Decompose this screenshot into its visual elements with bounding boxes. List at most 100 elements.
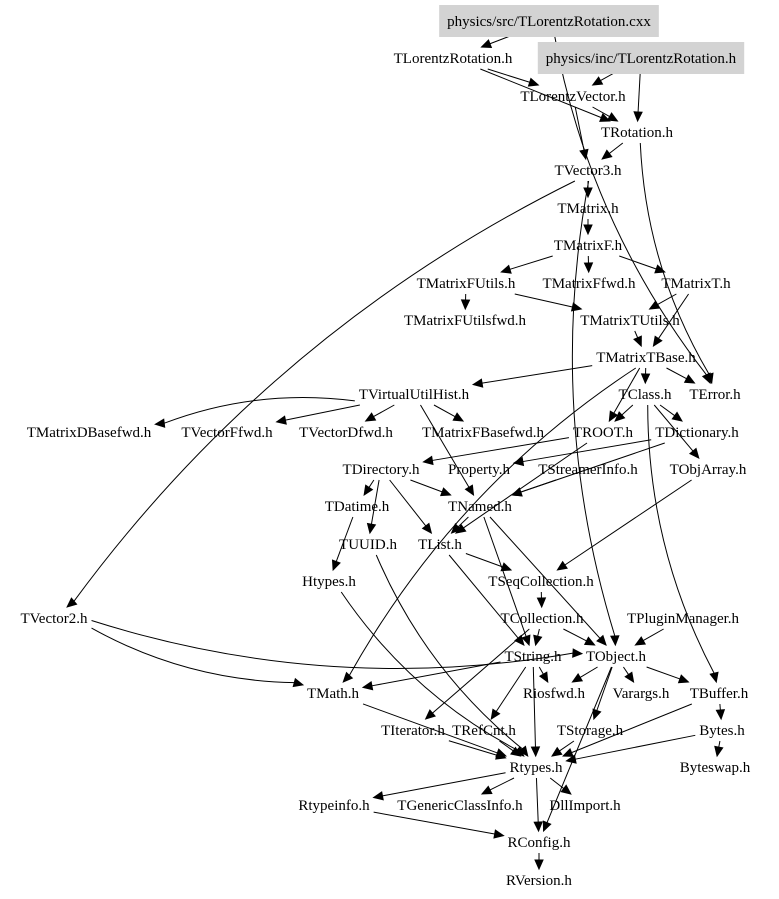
graph-node-tmatrixt[interactable]: TMatrixT.h bbox=[661, 276, 731, 292]
graph-node-tmatrixfbasefwd[interactable]: TMatrixFBasefwd.h bbox=[422, 425, 545, 441]
graph-node-tmatrixtbase[interactable]: TMatrixTBase.h bbox=[596, 350, 696, 366]
graph-node-tobjarray[interactable]: TObjArray.h bbox=[670, 462, 747, 478]
graph-node-trotation[interactable]: TRotation.h bbox=[601, 125, 674, 141]
graph-node-riosfwd[interactable]: Riosfwd.h bbox=[523, 686, 586, 702]
graph-node-trefcnt[interactable]: TRefCnt.h bbox=[452, 723, 516, 739]
edge-line bbox=[571, 703, 692, 754]
graph-node-tmatrixffwd[interactable]: TMatrixFfwd.h bbox=[543, 276, 636, 292]
edge-line bbox=[489, 516, 601, 639]
edge-troot-to-tdirectory bbox=[422, 437, 570, 466]
graph-node-tnamed[interactable]: TNamed.h bbox=[448, 499, 512, 515]
edge-tvirtualutilhist-to-tmatrixfbasefwd bbox=[433, 404, 465, 422]
arrowhead bbox=[534, 859, 544, 871]
graph-node-tmatrixdbasefwd[interactable]: TMatrixDBasefwd.h bbox=[27, 425, 152, 441]
node-label: TNamed.h bbox=[448, 499, 512, 515]
graph-node-rtypeinfo[interactable]: Rtypeinfo.h bbox=[298, 798, 370, 814]
edge-tseqcollection-to-tcollection bbox=[536, 591, 547, 609]
graph-node-tmatrixfutilsfwd[interactable]: TMatrixFUtilsfwd.h bbox=[404, 313, 527, 329]
graph-node-tmatrixf[interactable]: TMatrixF.h bbox=[554, 238, 623, 254]
graph-node-bytes[interactable]: Bytes.h bbox=[699, 723, 745, 739]
node-label: TString.h bbox=[504, 649, 562, 665]
node-label: TMatrixT.h bbox=[661, 276, 731, 292]
arrowhead bbox=[372, 791, 384, 801]
highlight-box bbox=[537, 42, 745, 74]
graph-node-property[interactable]: Property.h bbox=[448, 462, 510, 478]
graph-node-tobject[interactable]: TObject.h bbox=[586, 649, 647, 665]
graph-node-tclass[interactable]: TClass.h bbox=[619, 387, 672, 403]
graph-node-tvector3[interactable]: TVector3.h bbox=[554, 163, 622, 179]
edge-tlist-to-tseqcollection bbox=[465, 553, 513, 572]
graph-node-tvector2[interactable]: TVector2.h bbox=[20, 611, 88, 627]
graph-node-src-cxx[interactable]: physics/src/TLorentzRotation.cxx bbox=[439, 5, 659, 37]
edge-tobject-to-rconfig bbox=[542, 666, 612, 833]
graph-node-tmatrix[interactable]: TMatrix.h bbox=[557, 201, 619, 217]
arrowhead bbox=[572, 648, 584, 658]
edge-line bbox=[489, 777, 515, 791]
graph-node-rconfig[interactable]: RConfig.h bbox=[508, 835, 571, 851]
graph-node-tvectordfwd[interactable]: TVectorDfwd.h bbox=[299, 425, 393, 441]
graph-node-tvirtualutilhist[interactable]: TVirtualUtilHist.h bbox=[359, 387, 470, 403]
graph-node-byteswap[interactable]: Byteswap.h bbox=[680, 760, 751, 776]
graph-node-dllimport[interactable]: DllImport.h bbox=[549, 798, 621, 814]
graph-node-tpluginmanager[interactable]: TPluginManager.h bbox=[627, 611, 740, 627]
graph-node-tlorentzvector[interactable]: TLorentzVector.h bbox=[520, 89, 626, 105]
graph-node-htypes[interactable]: Htypes.h bbox=[302, 574, 356, 590]
edge-line bbox=[623, 666, 629, 675]
graph-node-tmath[interactable]: TMath.h bbox=[307, 686, 360, 702]
graph-node-tdictionary[interactable]: TDictionary.h bbox=[655, 425, 739, 441]
graph-node-tcollection[interactable]: TCollection.h bbox=[501, 611, 584, 627]
graph-node-tlorentzrotation-h[interactable]: TLorentzRotation.h bbox=[394, 51, 513, 67]
edge-line bbox=[480, 68, 602, 119]
edge-tlist-to-tstring bbox=[448, 554, 525, 646]
arrowhead bbox=[592, 708, 602, 721]
graph-node-tdatime[interactable]: TDatime.h bbox=[325, 499, 390, 515]
graph-node-tstring[interactable]: TString.h bbox=[504, 649, 562, 665]
graph-node-terror[interactable]: TError.h bbox=[689, 387, 741, 403]
edge-tdirectory-to-tdatime bbox=[363, 479, 375, 497]
graph-node-inc-h[interactable]: physics/inc/TLorentzRotation.h bbox=[537, 42, 745, 74]
edge-line bbox=[564, 479, 692, 566]
graph-node-troot[interactable]: TROOT.h bbox=[573, 425, 634, 441]
arrowhead bbox=[530, 746, 541, 758]
edge-line bbox=[465, 553, 503, 568]
graph-node-tmatrixfutils[interactable]: TMatrixFUtils.h bbox=[417, 276, 516, 292]
edge-line bbox=[634, 330, 639, 338]
arrowhead bbox=[471, 378, 484, 388]
edge-line bbox=[91, 620, 574, 669]
edge-line bbox=[546, 666, 612, 823]
graph-node-tdirectory[interactable]: TDirectory.h bbox=[343, 462, 420, 478]
graph-node-tuuid[interactable]: TUUID.h bbox=[339, 537, 397, 553]
graph-node-tmatrixtutils[interactable]: TMatrixTUtils.h bbox=[580, 313, 680, 329]
graph-node-rtypes[interactable]: Rtypes.h bbox=[510, 760, 563, 776]
graph-node-tvectorffwd[interactable]: TVectorFfwd.h bbox=[181, 425, 273, 441]
edge-line bbox=[647, 404, 715, 674]
graph-node-tgenericclassinfo[interactable]: TGenericClassInfo.h bbox=[397, 798, 523, 814]
node-label: TMatrixFUtilsfwd.h bbox=[404, 313, 527, 329]
graph-node-rversion[interactable]: RVersion.h bbox=[506, 873, 572, 889]
graph-node-tbuffer[interactable]: TBuffer.h bbox=[690, 686, 749, 702]
edge-tmatrixtbase-to-troot bbox=[608, 367, 641, 423]
arrowhead bbox=[452, 412, 465, 422]
graph-node-tseqcollection[interactable]: TSeqCollection.h bbox=[488, 574, 594, 590]
node-label: TMatrixFUtils.h bbox=[417, 276, 516, 292]
node-label: TDictionary.h bbox=[655, 425, 739, 441]
edge-tdirectory-to-tnamed bbox=[410, 479, 452, 497]
edge-line bbox=[666, 367, 687, 380]
edge-line bbox=[592, 106, 610, 118]
graph-node-titerator[interactable]: TIterator.h bbox=[381, 723, 445, 739]
edge-line bbox=[91, 627, 295, 684]
node-label: TDirectory.h bbox=[343, 462, 420, 478]
edge-tbuffer-to-bytes bbox=[715, 703, 726, 721]
edge-trotation-to-terror bbox=[639, 142, 714, 385]
arrowhead bbox=[579, 148, 589, 161]
node-label: Rtypeinfo.h bbox=[298, 798, 370, 814]
arrowhead bbox=[654, 264, 666, 274]
graph-node-tlist[interactable]: TList.h bbox=[418, 537, 462, 553]
arrowhead bbox=[510, 746, 522, 757]
arrowhead bbox=[518, 745, 529, 757]
graph-node-tstreamerinfo[interactable]: TStreamerInfo.h bbox=[538, 462, 638, 478]
node-label: TGenericClassInfo.h bbox=[397, 798, 523, 814]
graph-node-tstorage[interactable]: TStorage.h bbox=[557, 723, 624, 739]
graph-node-varargs[interactable]: Varargs.h bbox=[613, 686, 670, 702]
edge-line bbox=[371, 661, 501, 687]
